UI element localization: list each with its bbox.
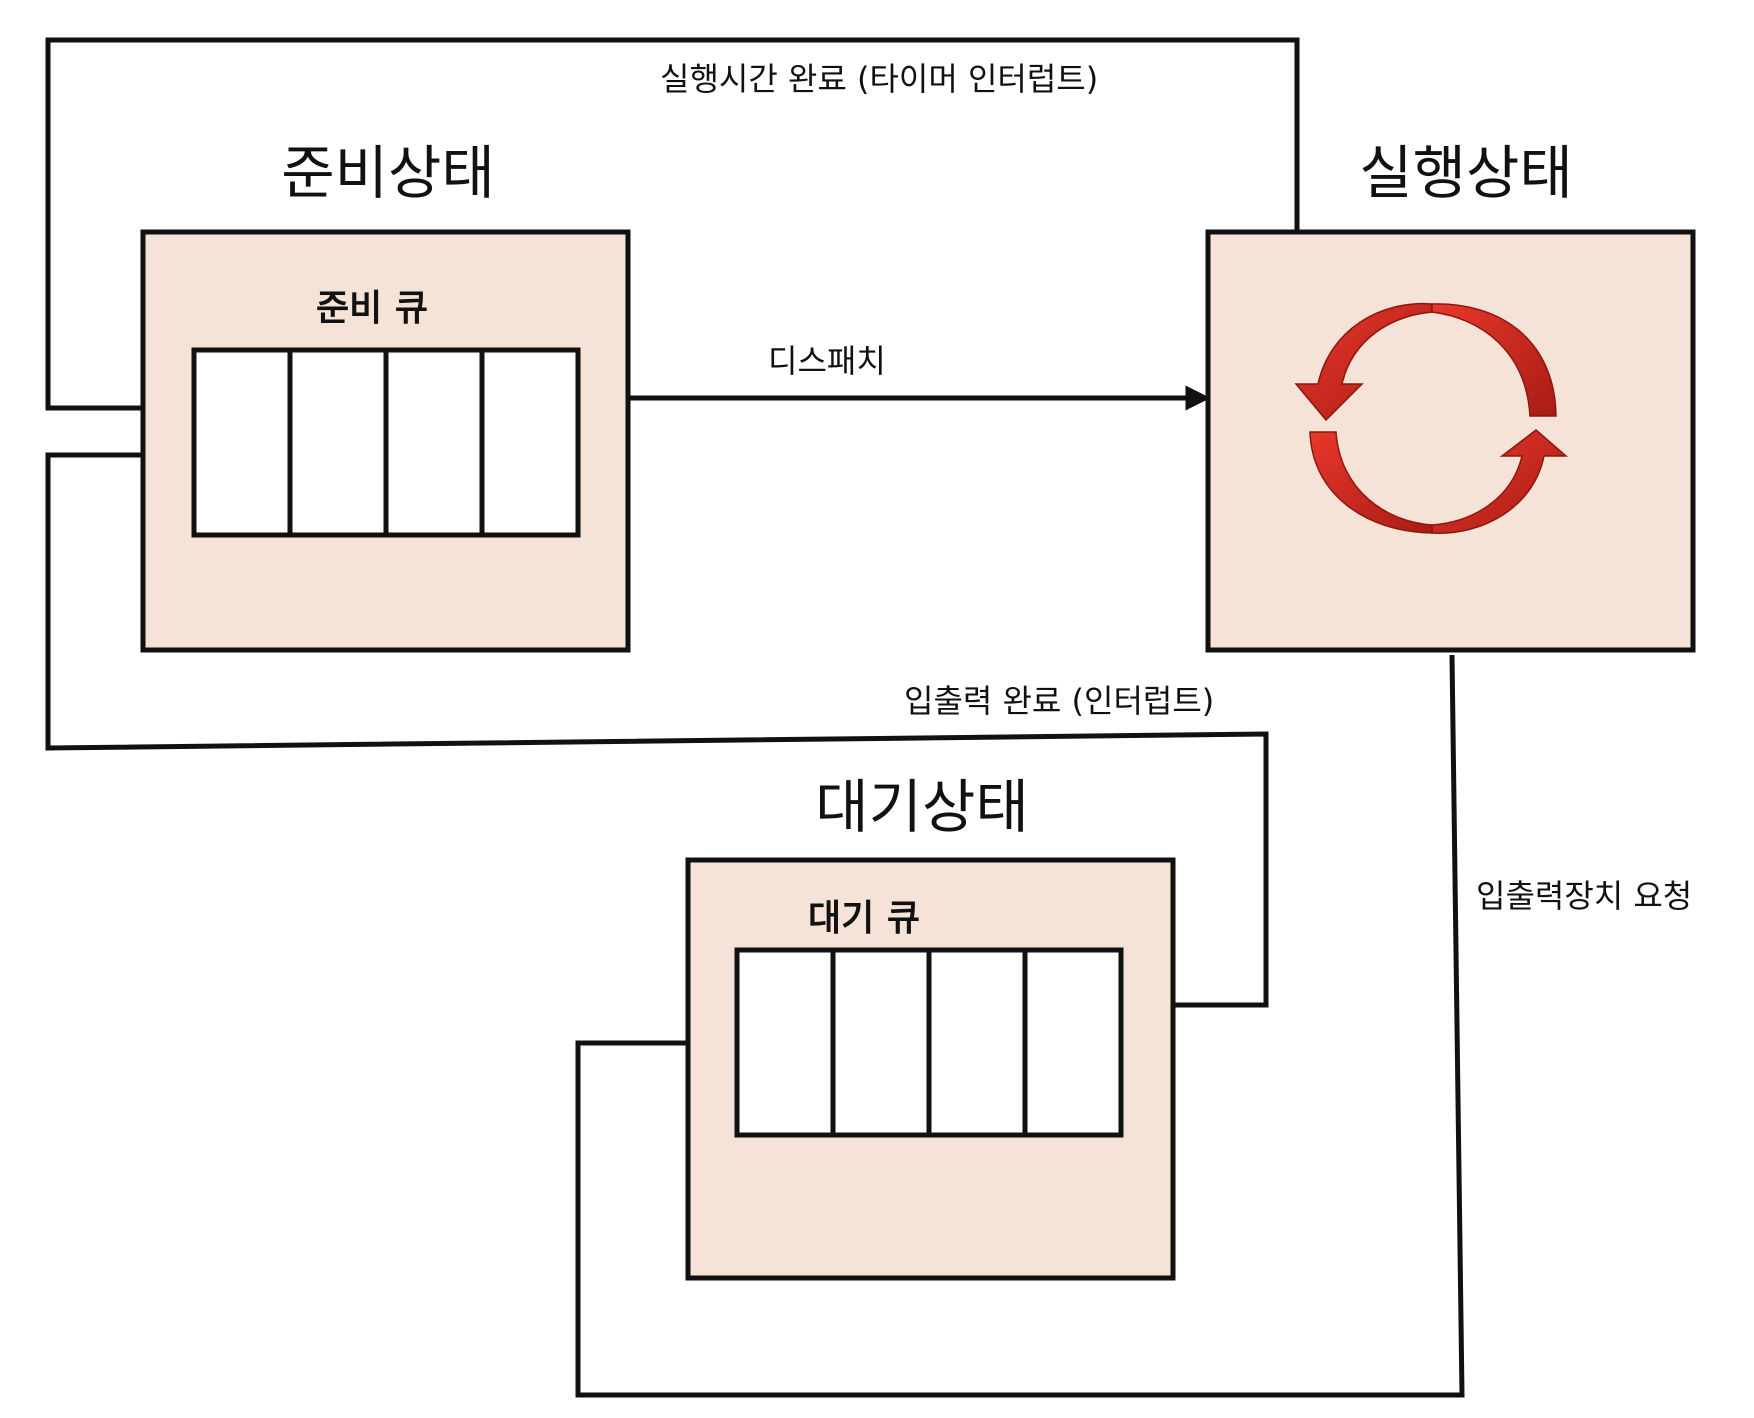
ready-queue-title: 준비 큐 xyxy=(316,288,428,329)
waiting-queue-title: 대기 큐 xyxy=(808,898,920,939)
waiting-queue xyxy=(734,947,1124,1138)
waiting-state-title: 대기상태 xyxy=(815,773,1028,841)
queue-slot xyxy=(734,947,836,1138)
queue-slot xyxy=(830,947,932,1138)
queue-slot xyxy=(191,347,293,538)
running-state-box xyxy=(1205,229,1696,653)
io-request-label: 입출력장치 요청 xyxy=(1476,877,1692,915)
ready-state-title: 준비상태 xyxy=(281,139,494,207)
ready-queue xyxy=(191,347,581,538)
cycle-arrows-icon xyxy=(1294,302,1569,534)
queue-slot xyxy=(383,347,485,538)
queue-slot xyxy=(926,947,1028,1138)
queue-slot xyxy=(1022,947,1124,1138)
queue-slot xyxy=(287,347,389,538)
dispatch-label: 디스패치 xyxy=(768,342,886,380)
timer-interrupt-line xyxy=(45,37,1300,421)
io-request-line xyxy=(575,654,1465,1398)
running-state-title: 실행상태 xyxy=(1359,139,1572,207)
timer-interrupt-label: 실행시간 완료 (타이머 인터럽트) xyxy=(660,60,1098,98)
io-complete-label: 입출력 완료 (인터럽트) xyxy=(904,682,1214,720)
queue-slot xyxy=(479,347,581,538)
io-complete-line xyxy=(45,442,1269,1008)
